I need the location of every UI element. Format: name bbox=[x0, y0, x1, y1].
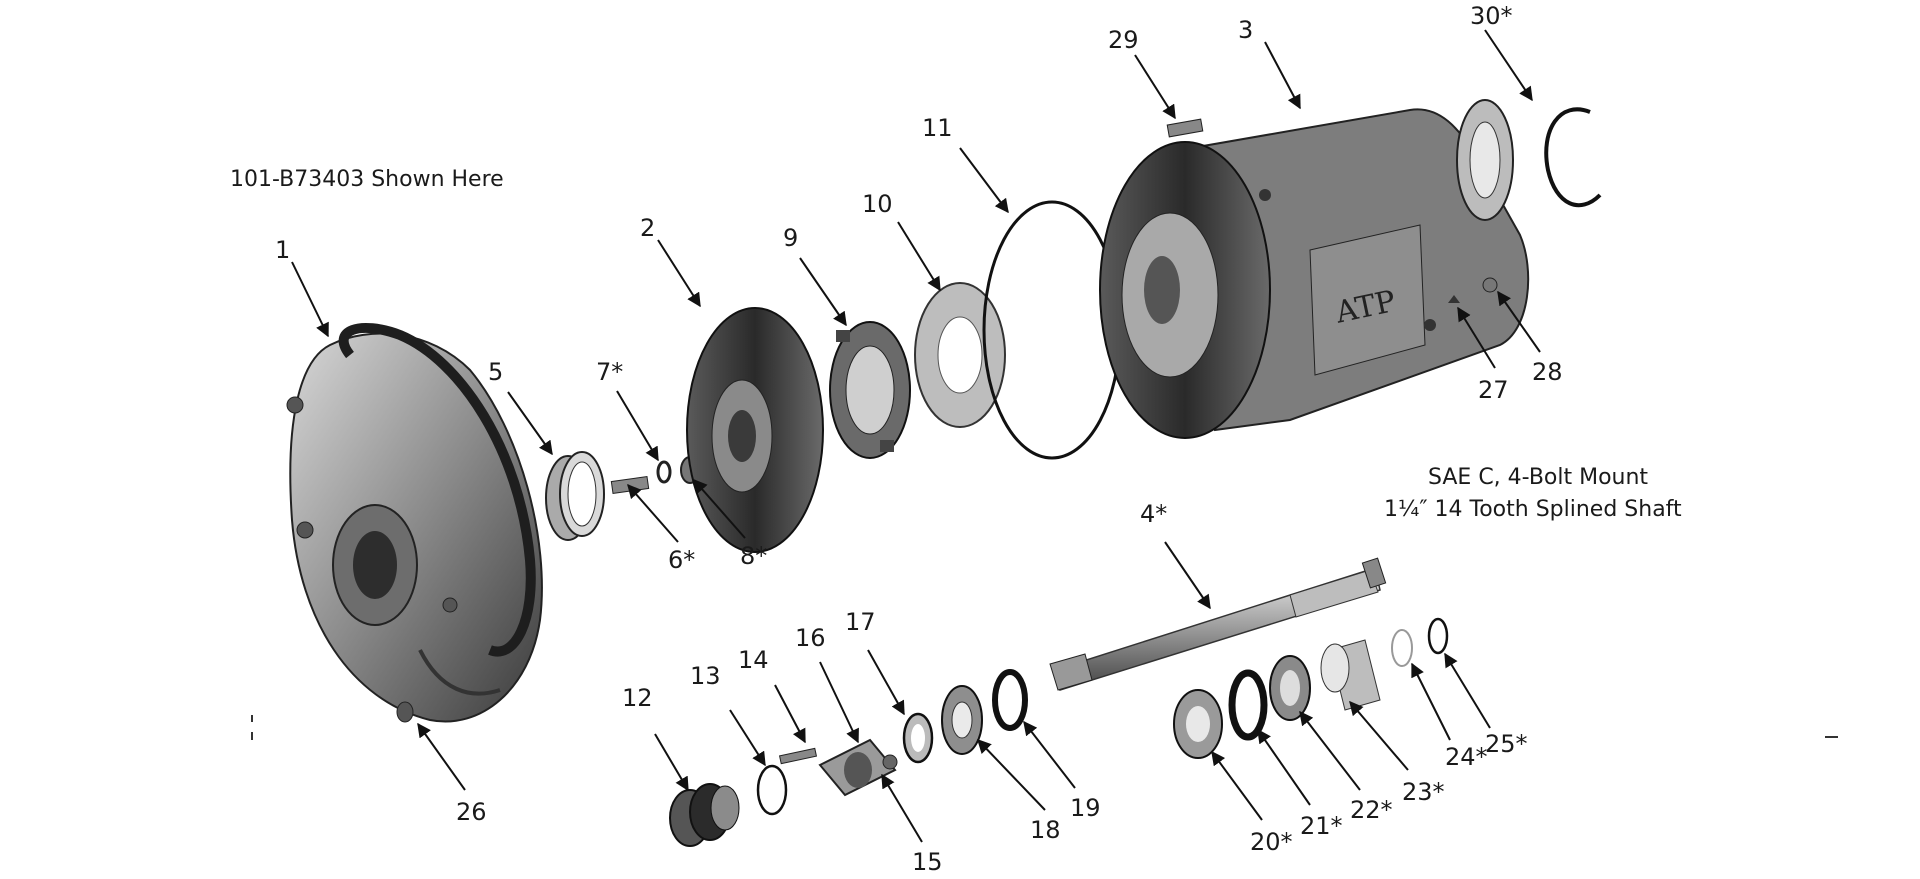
callout-23: 23* bbox=[1402, 778, 1445, 806]
callout-9: 9 bbox=[783, 224, 798, 252]
callout-25: 25* bbox=[1485, 730, 1528, 758]
mount-note: SAE C, 4-Bolt Mount bbox=[1428, 465, 1648, 490]
callout-21: 21* bbox=[1300, 812, 1343, 840]
callout-30: 30* bbox=[1470, 2, 1513, 30]
leader-13 bbox=[729, 709, 766, 767]
part-28-plug bbox=[1482, 277, 1498, 293]
leader-29 bbox=[1134, 54, 1176, 120]
callout-11: 11 bbox=[922, 114, 953, 142]
callout-14: 14 bbox=[738, 646, 769, 674]
callout-13: 13 bbox=[690, 662, 721, 690]
callout-26: 26 bbox=[456, 798, 487, 826]
leader-9 bbox=[799, 257, 847, 327]
callout-29: 29 bbox=[1108, 26, 1139, 54]
callout-6: 6* bbox=[668, 546, 695, 574]
leader-17 bbox=[867, 649, 905, 716]
leader-10 bbox=[897, 221, 941, 292]
model-note: 101-B73403 Shown Here bbox=[230, 167, 504, 192]
shaft-note: 1¼″ 14 Tooth Splined Shaft bbox=[1384, 497, 1682, 522]
leader-18 bbox=[977, 738, 1046, 811]
part-25-snap-ring bbox=[1427, 617, 1449, 655]
callout-27: 27 bbox=[1478, 376, 1509, 404]
part-3-bearing-frame: ATP bbox=[1099, 99, 1530, 439]
leader-23 bbox=[1349, 700, 1409, 771]
callout-15: 15 bbox=[912, 848, 943, 876]
leader-20 bbox=[1211, 750, 1263, 821]
leader-12 bbox=[654, 733, 689, 792]
leader-5 bbox=[507, 391, 553, 456]
part-27-fitting bbox=[1448, 295, 1460, 303]
scan-marks bbox=[251, 715, 1838, 740]
part-12-mechanical-seal bbox=[669, 783, 740, 847]
part-1-pump-casing bbox=[286, 323, 543, 723]
leader-15 bbox=[881, 773, 923, 843]
part-6-stud bbox=[610, 475, 650, 495]
leader-19 bbox=[1023, 720, 1076, 789]
leader-27 bbox=[1457, 306, 1496, 369]
part-13-o-ring bbox=[756, 764, 788, 816]
part-17-ring bbox=[902, 712, 934, 764]
callout-12: 12 bbox=[622, 684, 653, 712]
callout-5: 5 bbox=[488, 358, 503, 386]
callout-24: 24* bbox=[1445, 743, 1488, 771]
callout-19: 19 bbox=[1070, 794, 1101, 822]
leader-21 bbox=[1257, 728, 1311, 806]
part-11-o-ring bbox=[982, 200, 1122, 460]
part-19-ring bbox=[992, 669, 1028, 731]
leader-30 bbox=[1484, 29, 1533, 102]
part-20-bearing bbox=[1173, 689, 1223, 759]
part-16-seal-gland bbox=[818, 738, 897, 797]
callout-20: 20* bbox=[1250, 828, 1293, 856]
part-23-spacer bbox=[1320, 639, 1381, 711]
callout-22: 22* bbox=[1350, 796, 1393, 824]
leader-16 bbox=[819, 661, 859, 744]
leader-2 bbox=[657, 239, 701, 308]
leader-22 bbox=[1299, 710, 1361, 791]
leader-11 bbox=[959, 147, 1009, 214]
leader-7 bbox=[616, 390, 659, 462]
part-18-bearing bbox=[941, 685, 983, 755]
part-29-bolt bbox=[1166, 118, 1204, 138]
callout-4: 4* bbox=[1140, 500, 1167, 528]
leader-24 bbox=[1411, 662, 1451, 741]
callout-16: 16 bbox=[795, 624, 826, 652]
leader-14 bbox=[774, 684, 806, 744]
callout-3: 3 bbox=[1238, 16, 1253, 44]
leader-28 bbox=[1497, 290, 1541, 353]
leader-6 bbox=[627, 483, 679, 543]
leader-3 bbox=[1264, 41, 1301, 110]
part-24-ring bbox=[1391, 629, 1413, 667]
callout-labels: 1 2 3 4* 5 6* 7* 8* 9 10 11 12 13 14 15 … bbox=[275, 2, 1563, 876]
part-26-pipe-plug bbox=[396, 701, 414, 723]
callout-2: 2 bbox=[640, 214, 655, 242]
part-9-adapter-ring bbox=[829, 321, 911, 459]
part-30-snap-ring bbox=[1544, 107, 1602, 208]
part-2-impeller bbox=[686, 307, 824, 553]
part-15-nut bbox=[882, 754, 898, 770]
part-10-gasket bbox=[914, 282, 1006, 428]
leader-26 bbox=[417, 722, 466, 791]
leader-lines bbox=[291, 29, 1541, 843]
callout-10: 10 bbox=[862, 190, 893, 218]
part-5-wear-ring bbox=[545, 451, 605, 541]
leader-4 bbox=[1164, 541, 1211, 610]
part-14-screw bbox=[778, 747, 818, 765]
leader-1 bbox=[291, 261, 329, 338]
leader-8 bbox=[693, 478, 746, 539]
callout-18: 18 bbox=[1030, 816, 1061, 844]
part-22-bearing bbox=[1269, 655, 1311, 721]
callout-28: 28 bbox=[1532, 358, 1563, 386]
part-21-seal-ring bbox=[1228, 669, 1268, 741]
callout-7: 7* bbox=[596, 358, 623, 386]
callout-8: 8* bbox=[740, 542, 767, 570]
part-7-washer bbox=[656, 460, 672, 484]
leader-25 bbox=[1444, 652, 1491, 729]
callout-1: 1 bbox=[275, 236, 290, 264]
callout-17: 17 bbox=[845, 608, 876, 636]
part-4-shaft bbox=[1049, 557, 1387, 691]
